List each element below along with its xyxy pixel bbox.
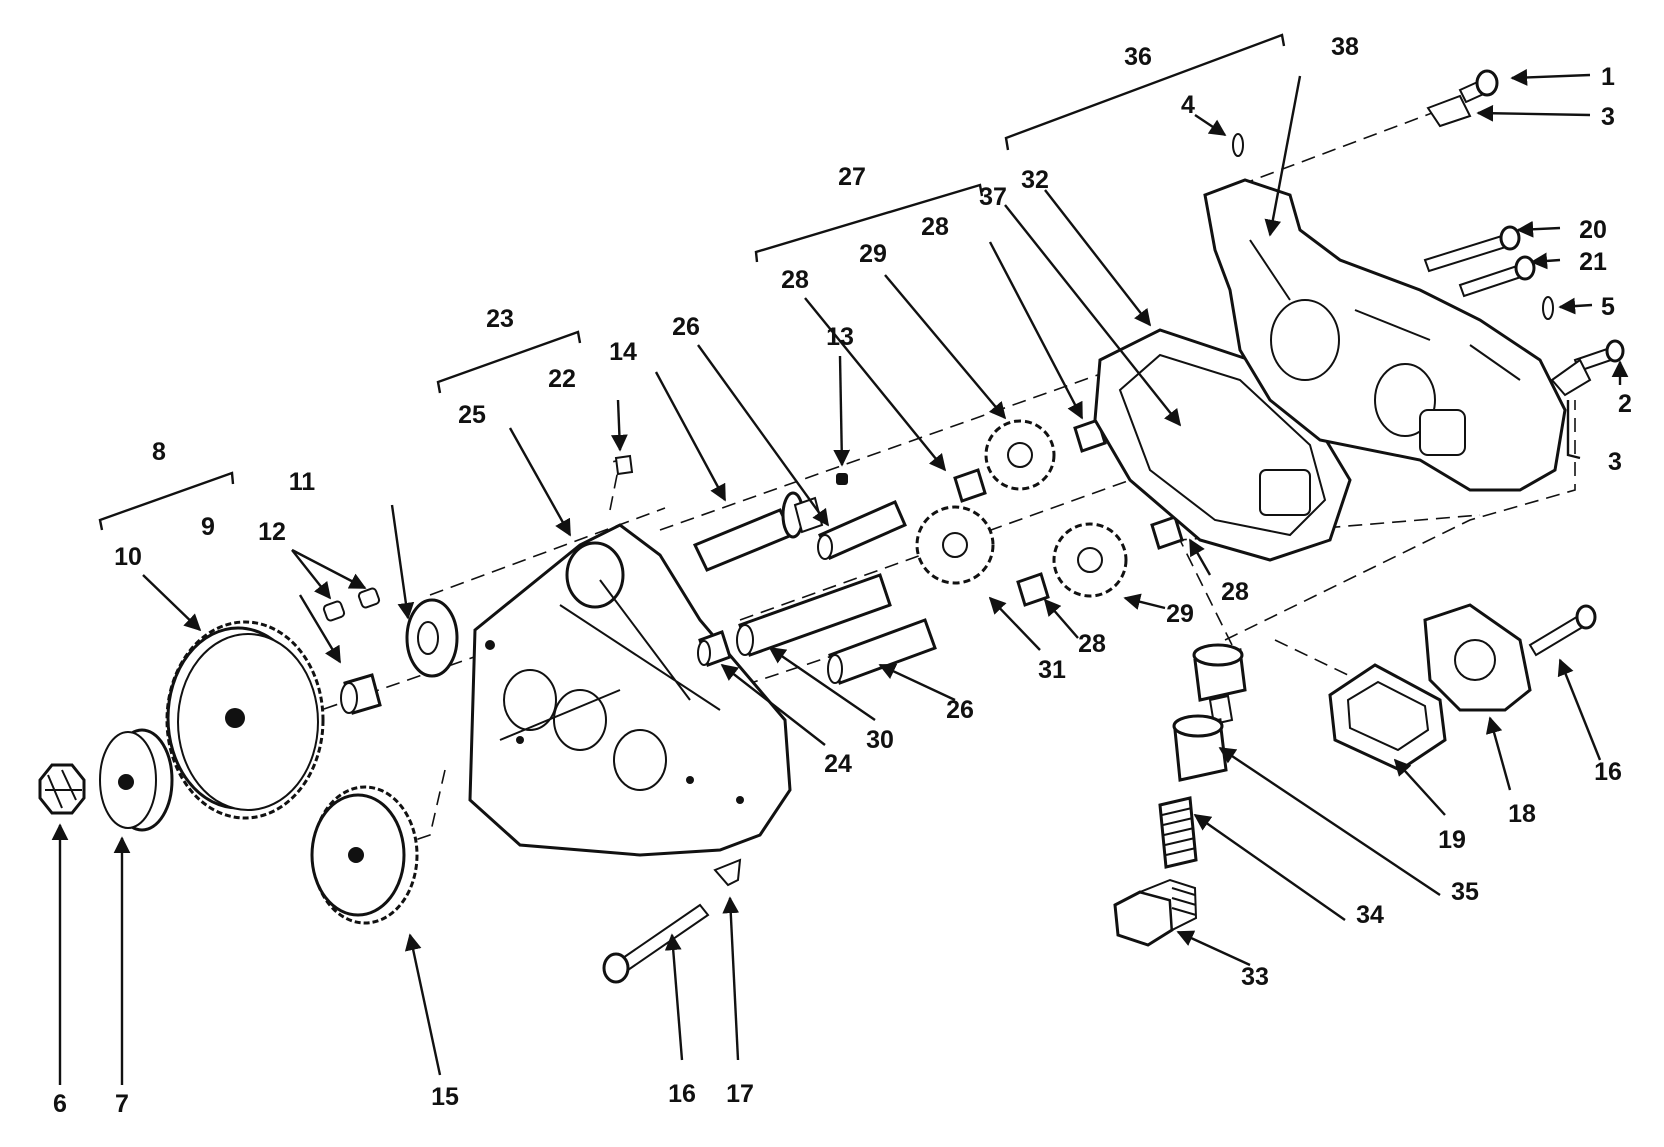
callout-24: 24 bbox=[824, 750, 852, 778]
lock-tab-17-part bbox=[713, 858, 742, 887]
callout-4: 4 bbox=[1181, 91, 1195, 119]
shaft-30-part bbox=[736, 573, 892, 657]
callout-27: 27 bbox=[838, 163, 866, 191]
callout-16-upper: 16 bbox=[1594, 758, 1622, 786]
bracket-23 bbox=[436, 330, 582, 394]
callout-3-upper: 3 bbox=[1601, 103, 1615, 131]
callout-26-upper: 26 bbox=[672, 313, 700, 341]
bracket-36 bbox=[1004, 33, 1286, 151]
bolt-21-part bbox=[1458, 255, 1536, 298]
large-gear-part bbox=[165, 620, 325, 820]
callout-28-bottom: 28 bbox=[1078, 630, 1106, 658]
callout-18: 18 bbox=[1508, 800, 1536, 828]
bushing-24-part bbox=[697, 630, 732, 667]
callout-5: 5 bbox=[1601, 293, 1615, 321]
callout-30: 30 bbox=[866, 726, 894, 754]
callout-23: 23 bbox=[486, 305, 514, 333]
bushing-28b-part bbox=[1073, 418, 1107, 453]
callout-38: 38 bbox=[1331, 33, 1359, 61]
callout-11: 11 bbox=[289, 468, 316, 496]
callout-21: 21 bbox=[1579, 248, 1607, 276]
pin-5-part bbox=[1542, 296, 1554, 320]
callout-33: 33 bbox=[1241, 963, 1269, 991]
bolt-16-lower-part bbox=[602, 903, 710, 984]
bracket-8 bbox=[98, 471, 235, 531]
callout-labels: 1 2 3 3 4 5 6 7 8 9 10 11 12 13 14 15 16… bbox=[53, 33, 1632, 1118]
callout-15: 15 bbox=[431, 1083, 459, 1111]
pump-cover-housing-part bbox=[1203, 178, 1567, 492]
bushing-28a-part bbox=[953, 468, 987, 503]
callout-16-lower: 16 bbox=[668, 1080, 696, 1108]
callout-31: 31 bbox=[1038, 656, 1066, 684]
callout-29-upper: 29 bbox=[859, 240, 887, 268]
callout-22: 22 bbox=[548, 365, 576, 393]
callout-14: 14 bbox=[609, 338, 637, 366]
callout-28-left: 28 bbox=[781, 266, 809, 294]
plug-part bbox=[614, 454, 634, 476]
callout-37: 37 bbox=[979, 183, 1007, 211]
relief-spring-part bbox=[1158, 796, 1198, 869]
callout-20: 20 bbox=[1579, 216, 1607, 244]
callout-13: 13 bbox=[826, 323, 854, 351]
callout-32: 32 bbox=[1021, 166, 1049, 194]
callout-17: 17 bbox=[726, 1080, 754, 1108]
callout-12: 12 bbox=[258, 518, 286, 546]
callout-8: 8 bbox=[152, 438, 166, 466]
relief-plug-part bbox=[1113, 878, 1198, 947]
castle-nut-part bbox=[38, 763, 86, 815]
callout-7: 7 bbox=[115, 1090, 129, 1118]
leader-lines bbox=[51, 69, 1629, 1085]
small-gear-part bbox=[310, 785, 419, 925]
callout-35: 35 bbox=[1451, 878, 1479, 906]
pump-gear-idler-part bbox=[915, 505, 995, 585]
callout-9: 9 bbox=[201, 513, 215, 541]
drive-shaft-part bbox=[692, 491, 824, 572]
callout-6: 6 bbox=[53, 1090, 67, 1118]
bolt-20-part bbox=[1423, 225, 1521, 273]
group-brackets bbox=[98, 33, 1286, 531]
lock-plate-3-lower-part bbox=[1550, 358, 1592, 397]
dowel-pins-part bbox=[322, 587, 381, 622]
pump-gear-29-lower-part bbox=[1052, 522, 1128, 598]
pin-4-part bbox=[1232, 133, 1244, 157]
callout-25: 25 bbox=[458, 401, 486, 429]
bolt-1-part bbox=[1458, 69, 1499, 104]
callout-3-lower: 3 bbox=[1608, 448, 1622, 476]
valve-cover-part bbox=[1423, 603, 1532, 712]
bolt-16-upper-part bbox=[1528, 604, 1597, 657]
callout-1: 1 bbox=[1601, 63, 1615, 91]
bushing-28c-part bbox=[1150, 515, 1184, 550]
callout-28-right: 28 bbox=[1221, 578, 1249, 606]
bushing-28d-part bbox=[1016, 572, 1050, 607]
callout-28-mid: 28 bbox=[921, 213, 949, 241]
pump-gear-29-upper-part bbox=[984, 419, 1056, 491]
cover-gasket-part bbox=[1328, 663, 1447, 772]
thrust-plate-part bbox=[405, 598, 459, 678]
bolt-2-part bbox=[1573, 339, 1625, 373]
callout-19: 19 bbox=[1438, 826, 1466, 854]
parts bbox=[38, 69, 1625, 984]
bracket-27 bbox=[754, 183, 984, 263]
key-part bbox=[836, 473, 848, 485]
bushing-9-part bbox=[340, 673, 382, 715]
callout-34: 34 bbox=[1356, 901, 1384, 929]
pump-body-part bbox=[468, 523, 792, 857]
callout-26-lower: 26 bbox=[946, 696, 974, 724]
callout-36: 36 bbox=[1124, 43, 1152, 71]
callout-29-lower: 29 bbox=[1166, 600, 1194, 628]
gasket-part bbox=[1093, 328, 1352, 562]
callout-2: 2 bbox=[1618, 390, 1632, 418]
callout-10: 10 bbox=[114, 543, 142, 571]
washer-part bbox=[99, 728, 174, 832]
shaft-26-upper-part bbox=[817, 500, 907, 560]
relief-valve-part bbox=[1172, 643, 1247, 782]
shaft-26-lower-part bbox=[827, 618, 937, 685]
lock-plate-3-upper-part bbox=[1426, 94, 1472, 128]
